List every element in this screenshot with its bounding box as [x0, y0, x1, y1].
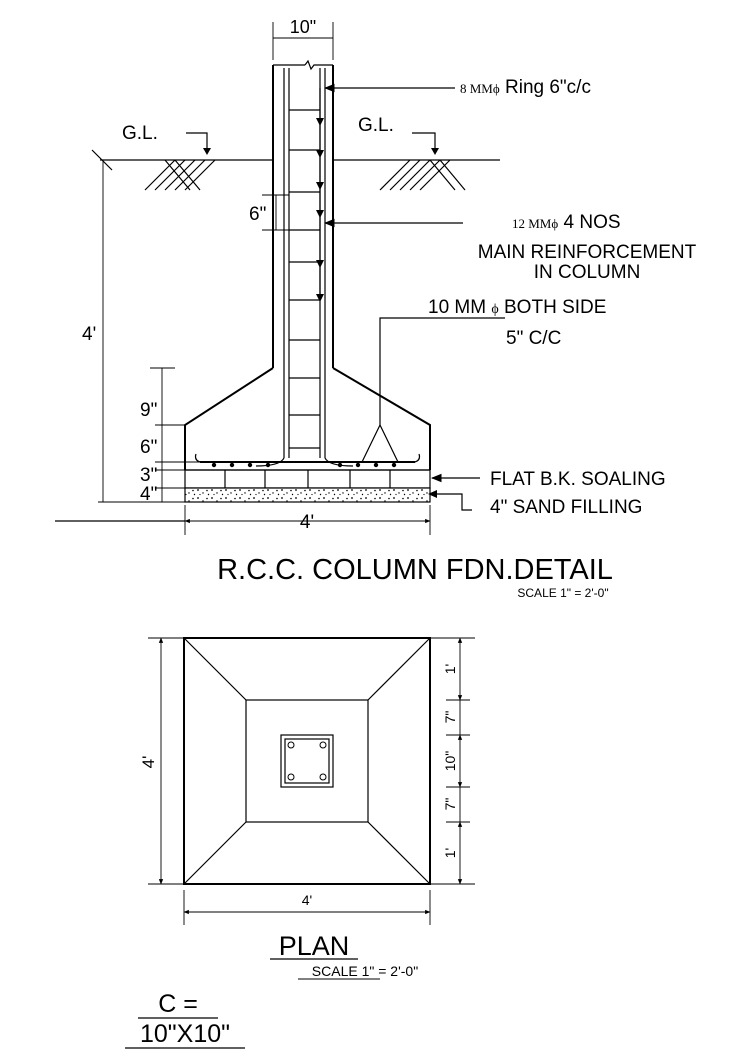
section-view: 10" [55, 17, 697, 600]
footing-bar-phi: ϕ [491, 302, 498, 317]
plan-side-dim-1: 1' [442, 664, 458, 674]
section-scale: SCALE 1" = 2'-0" [517, 586, 608, 600]
dim-9-label: 9" [140, 400, 157, 421]
column-note-line1: C = [158, 990, 198, 1018]
sand-layer [184, 487, 431, 503]
depth-total-label: 4' [82, 324, 96, 345]
column-note-line2: 10"X10" [140, 1020, 230, 1048]
column-width-dimension: 10" [272, 17, 334, 60]
ring-size: 8 MM [460, 81, 493, 96]
main-bar-phi: ϕ [551, 216, 558, 231]
column-width-label: 10" [290, 17, 316, 37]
plan-column-inner [284, 738, 330, 784]
layer-dimensions [150, 367, 200, 502]
footing-bar-leader [379, 317, 505, 425]
main-bar-text: 4 NOS [558, 212, 620, 233]
plan-column-outer [280, 734, 334, 788]
plan-side-dimensions [430, 637, 475, 885]
plan-height-label: 4' [139, 756, 158, 769]
column-size-note: C = 10"X10" [125, 990, 245, 1049]
plan-width-label: 4' [302, 892, 312, 908]
base-width-label: 4' [300, 512, 314, 533]
gl-left-label: G.L. [122, 123, 158, 144]
ring-text: Ring 6"c/c [500, 77, 591, 98]
ring-phi: ϕ [493, 81, 500, 96]
footing-bar-a: 10 MM [428, 297, 491, 318]
plan-height-dimension [148, 637, 184, 885]
column-rings [289, 109, 320, 449]
main-bar-size: 12 MM [512, 216, 552, 231]
footing-bar-spacing: 5" C/C [506, 328, 561, 349]
plan-pedestal-outline [245, 699, 369, 823]
section-title: R.C.C. COLUMN FDN.DETAIL [217, 554, 613, 586]
base-width-dimension [184, 505, 431, 535]
plan-footing-outline [183, 637, 431, 885]
plan-width-dimension [183, 890, 431, 925]
main-reinf-line2: IN COLUMN [534, 262, 641, 283]
svg-text:12 MMϕ 4 NOS: 12 MMϕ 4 NOS [512, 212, 621, 233]
plan-title: PLAN [279, 931, 350, 961]
svg-text:10 MM ϕ BOTH SIDE: 10 MM ϕ BOTH SIDE [428, 297, 606, 318]
plan-side-dim-2: 7" [442, 711, 458, 724]
depth-dimension [98, 160, 185, 503]
svg-text:8 MMϕ Ring 6"c/c: 8 MMϕ Ring 6"c/c [460, 77, 591, 98]
plan-side-dim-3: 10" [442, 751, 458, 772]
sand-label: 4" SAND FILLING [490, 497, 642, 518]
column-outline [255, 59, 354, 467]
plan-side-dim-4: 7" [442, 798, 458, 811]
ring-spacing-arrows [316, 88, 324, 302]
dim-6-label: 6" [140, 437, 157, 458]
soling-label: FLAT B.K. SOALING [490, 469, 666, 490]
dim-3-label: 3" [140, 465, 157, 486]
main-reinf-line1: MAIN REINFORCEMENT [478, 242, 697, 263]
footing-bar-b: BOTH SIDE [499, 297, 607, 318]
gl-right-label: G.L. [358, 115, 394, 136]
ring-spacing-dimension [262, 194, 289, 231]
plan-view: 4' 4' 1' 7" 10" 7" 1' PLAN [139, 637, 475, 980]
ring-spacing-label: 6" [249, 204, 266, 225]
plan-bars [287, 741, 327, 781]
plan-scale: SCALE 1" = 2'-0" [312, 963, 418, 979]
footing-outline [184, 367, 431, 471]
plan-side-dim-5: 1' [442, 848, 458, 858]
ground-level [91, 132, 500, 191]
soling-layer [184, 469, 431, 489]
dim-4-label: 4" [140, 484, 157, 505]
